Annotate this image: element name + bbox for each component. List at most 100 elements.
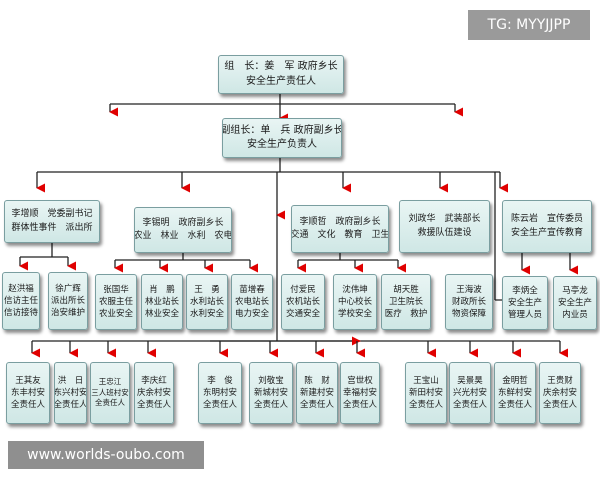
village-line: 东明村安 xyxy=(202,387,237,398)
village-line: 东兴村安 xyxy=(54,387,87,398)
division-line-2: 群体性事件 派出所 xyxy=(11,222,93,233)
department-box: 苗增春 农电站长 电力安全 xyxy=(231,274,273,330)
department-line: 马亭龙 xyxy=(562,285,588,296)
department-line: 电力安全 xyxy=(234,309,269,320)
department-line: 徐广辉 xyxy=(55,283,81,294)
village-line: 吴景昊 xyxy=(457,375,483,386)
department-line: 治安维护 xyxy=(50,308,85,319)
division-box: 李锡明 政府副乡长 农业 林业 水利 农电 xyxy=(134,207,232,253)
division-line-2: 农业 林业 水利 农电 xyxy=(134,231,232,241)
department-line: 赵洪福 xyxy=(8,283,34,294)
department-line: 安全生产 xyxy=(507,297,542,308)
leader-box: 组 长：姜 军 政府乡长 安全生产责任人 xyxy=(218,55,344,94)
department-box: 李炳全 安全生产 管理人员 xyxy=(502,276,548,330)
deputy-line-2: 安全生产负责人 xyxy=(247,139,317,150)
department-line: 付爱民 xyxy=(290,284,316,295)
village-line: 刘敬宝 xyxy=(258,375,284,386)
division-line-1: 李锡明 政府副乡长 xyxy=(142,217,224,228)
department-line: 王 勇 xyxy=(194,284,220,295)
department-line: 信访接待 xyxy=(3,308,38,319)
department-line: 管理人员 xyxy=(507,310,542,321)
department-line: 农服主任 xyxy=(98,296,133,307)
department-line: 张国华 xyxy=(103,284,129,295)
telegram-badge: TG: MYYJJPP xyxy=(468,10,590,40)
department-box: 付爱民 农机站长 交通安全 xyxy=(281,274,325,330)
village-box: 王宝山 新田村安 全责任人 xyxy=(405,362,447,424)
department-line: 内业员 xyxy=(562,310,588,321)
department-line: 胡天胜 xyxy=(393,284,419,295)
village-line: 李 俊 xyxy=(207,375,233,386)
department-line: 李炳全 xyxy=(512,285,538,296)
department-line: 交通安全 xyxy=(285,309,320,320)
department-line: 信访主任 xyxy=(3,295,38,306)
division-line-2: 交通 文化 教育 卫生 xyxy=(291,230,389,240)
village-box: 王贵财 庆余村安 全责任人 xyxy=(539,362,581,424)
department-line: 农机站长 xyxy=(285,296,320,307)
village-line: 全责任人 xyxy=(408,400,443,411)
village-line: 全责任人 xyxy=(253,400,288,411)
village-line: 兴光村安 xyxy=(452,387,487,398)
village-box: 李庆红 庆余村安 全责任人 xyxy=(134,362,174,424)
village-line: 全责任人 xyxy=(10,400,45,411)
village-line: 金明哲 xyxy=(502,375,528,386)
village-line: 王宝山 xyxy=(413,375,439,386)
deputy-leader-box: 副组长：单 兵 政府副乡长 安全生产负责人 xyxy=(222,118,342,158)
department-box: 胡天胜 卫生院长 医疗 救护 xyxy=(381,274,431,330)
department-line: 苗增春 xyxy=(239,284,265,295)
village-box: 吴景昊 兴光村安 全责任人 xyxy=(449,362,491,424)
department-line: 财政所长 xyxy=(451,296,486,307)
department-box: 沈伟坤 中心校长 学校安全 xyxy=(333,274,377,330)
village-box: 宫世权 幸福村安 全责任人 xyxy=(340,362,380,424)
village-line: 东丰村安 xyxy=(10,387,45,398)
village-box: 金明哲 东鲜村安 全责任人 xyxy=(494,362,536,424)
department-box: 赵洪福 信访主任 信访接待 xyxy=(2,272,40,330)
division-line-2: 救援队伍建设 xyxy=(417,227,472,238)
village-line: 全责任人 xyxy=(299,400,334,411)
village-line: 三人班村安 xyxy=(91,387,129,397)
village-box: 王其友 东丰村安 全责任人 xyxy=(6,362,50,424)
village-line: 宫世权 xyxy=(347,375,373,386)
village-line: 陈 财 xyxy=(304,375,330,386)
department-box: 王 勇 水利站长 水利安全 xyxy=(186,274,228,330)
division-box: 李增顺 党委副书记 群体性事件 派出所 xyxy=(4,200,100,243)
department-box: 王海波 财政所长 物资保障 xyxy=(445,274,493,330)
division-line-2: 安全生产宣传教育 xyxy=(510,227,583,238)
village-line: 全责任人 xyxy=(497,400,532,411)
village-line: 全责任人 xyxy=(54,400,87,411)
division-box: 刘政华 武装部长 救援队伍建设 xyxy=(399,200,490,253)
department-line: 农业安全 xyxy=(98,309,133,320)
department-line: 派出所长 xyxy=(50,295,85,306)
village-line: 全责任人 xyxy=(136,400,171,411)
department-line: 林业安全 xyxy=(144,309,179,320)
division-line-1: 刘政华 武装部长 xyxy=(408,214,481,225)
division-line-1: 李增顺 党委副书记 xyxy=(11,209,93,220)
village-line: 新建村安 xyxy=(299,387,334,398)
department-line: 物资保障 xyxy=(451,309,486,320)
department-line: 王海波 xyxy=(456,284,482,295)
leader-line-1: 组 长：姜 军 政府乡长 xyxy=(224,61,338,72)
village-line: 王其友 xyxy=(15,375,41,386)
department-line: 农电站长 xyxy=(234,296,269,307)
site-watermark: www.worlds-oubo.com xyxy=(8,441,204,469)
department-line: 肖 鹏 xyxy=(149,284,175,295)
department-line: 沈伟坤 xyxy=(342,284,368,295)
division-box: 李顺哲 政府副乡长 交通 文化 教育 卫生 xyxy=(291,205,389,253)
department-line: 医疗 救护 xyxy=(384,309,428,320)
department-line: 林业站长 xyxy=(144,296,179,307)
village-box: 王忠江 三人班村安 全责任人 xyxy=(90,362,130,424)
department-box: 徐广辉 派出所长 治安维护 xyxy=(48,272,88,330)
village-line: 庆余村安 xyxy=(136,387,171,398)
department-line: 水利安全 xyxy=(189,309,224,320)
village-line: 全责任人 xyxy=(542,400,577,411)
village-line: 洪 日 xyxy=(57,375,84,386)
village-box: 李 俊 东明村安 全责任人 xyxy=(198,362,242,424)
department-line: 卫生院长 xyxy=(388,296,423,307)
division-line-1: 李顺哲 政府副乡长 xyxy=(299,216,381,227)
village-line: 李庆红 xyxy=(141,375,167,386)
village-box: 洪 日 东兴村安 全责任人 xyxy=(54,362,87,424)
department-box: 马亭龙 安全生产 内业员 xyxy=(553,276,597,330)
village-line: 全责任人 xyxy=(202,400,237,411)
department-line: 水利站长 xyxy=(189,296,224,307)
village-line: 全责任人 xyxy=(342,400,377,411)
